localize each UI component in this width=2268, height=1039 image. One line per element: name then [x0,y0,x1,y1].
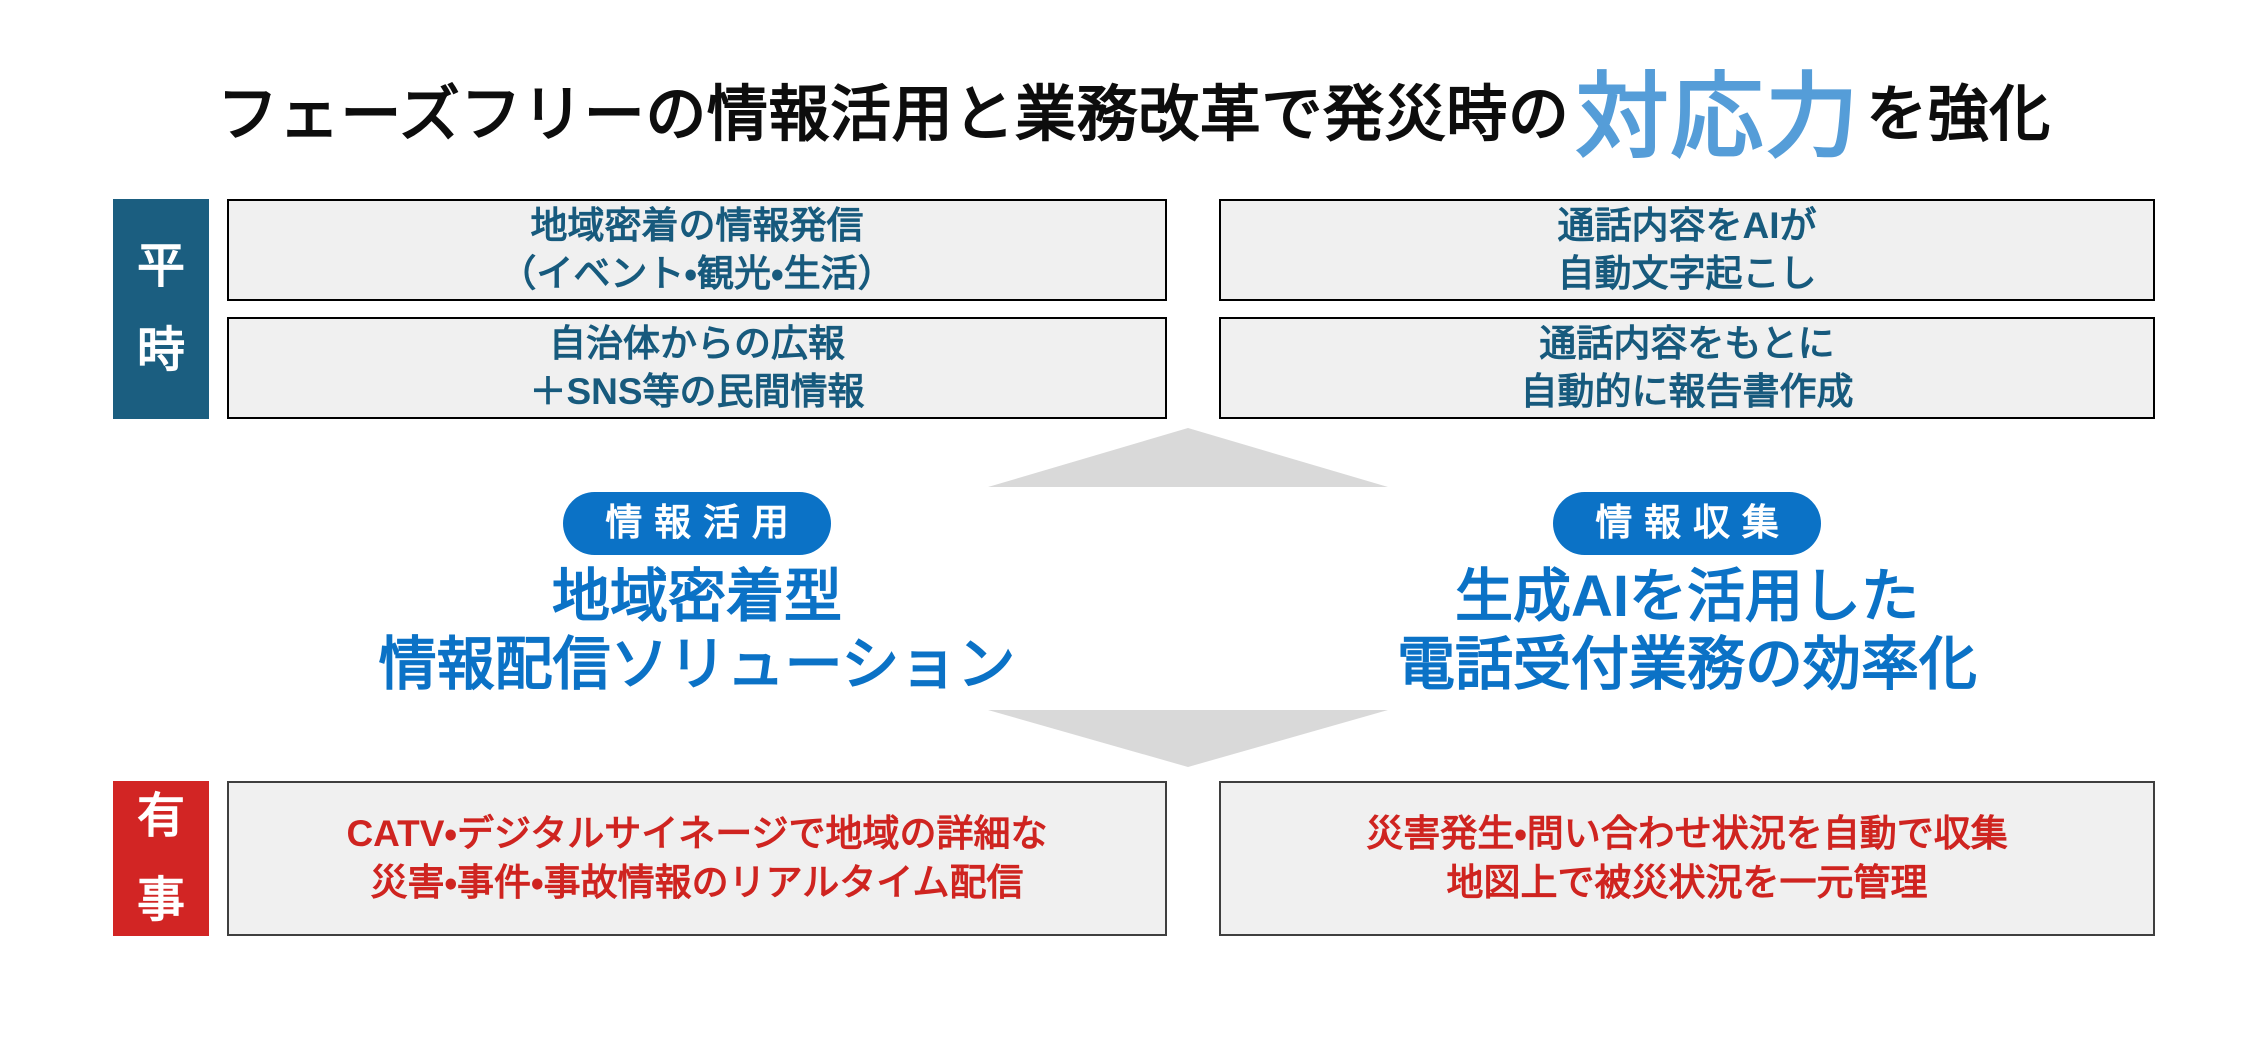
emergency-box-catv-realtime: CATV・デジタルサイネージで地域の詳細な 災害・事件・事故情報のリアルタイム配… [227,781,1167,936]
peacetime-row-label: 平時 [113,199,209,419]
solution-block-information-collection: 情報収集 生成AIを活用した 電話受付業務の効率化 [1219,492,2155,704]
page-title: フェーズフリーの情報活用と業務改革で発災時の 対応力 を強化 [0,38,2268,178]
flow-triangle-up-icon [988,428,1388,487]
solution-title-right: 生成AIを活用した 電話受付業務の効率化 [1397,563,1977,700]
emergency-row-label: 有事 [113,781,209,936]
box-text-line: 自動的に報告書作成 [1520,371,1854,412]
flow-triangle-down-icon [988,710,1388,767]
solution-title-left: 地域密着型 情報配信ソリューション [379,563,1016,700]
peacetime-box-local-info: 地域密着の情報発信 （イベント・観光・生活） [227,199,1167,301]
badge-information-collection: 情報収集 [1553,492,1821,555]
box-text-line: 自動文字起こし [1557,253,1817,294]
peacetime-box-auto-report: 通話内容をもとに 自動的に報告書作成 [1219,317,2155,419]
box-text-line: 災害発生・問い合わせ状況を自動で収集 [1366,813,2008,855]
box-text-line: 自治体からの広報 [549,322,845,364]
box-text-line: 通話内容をAIが [1557,204,1817,246]
peacetime-label-text: 平時 [137,240,186,377]
box-text-line: ＋SNS等の民間情報 [529,371,865,412]
box-text-line: （イベント・観光・生活） [499,253,895,294]
emergency-box-disaster-map: 災害発生・問い合わせ状況を自動で収集 地図上で被災状況を一元管理 [1219,781,2155,936]
box-text-line: 通話内容をもとに [1539,322,1835,364]
solution-title-left-line1: 地域密着型 [551,563,842,629]
solution-block-information-usage: 情報活用 地域密着型 情報配信ソリューション [227,492,1167,704]
title-highlight: 対応力 [1575,64,1861,169]
solution-title-right-line2: 電話受付業務の効率化 [1396,632,1977,698]
box-text-line: 災害・事件・事故情報のリアルタイム配信 [370,861,1024,903]
title-suffix: を強化 [1866,79,2051,148]
box-text-line: 地図上で被災状況を一元管理 [1446,861,1928,903]
solution-title-right-line1: 生成AIを活用した [1454,563,1919,629]
box-text-line: 地域密着の情報発信 [530,204,864,246]
badge-information-usage: 情報活用 [563,492,831,555]
peacetime-box-municipal-pr: 自治体からの広報 ＋SNS等の民間情報 [227,317,1167,419]
emergency-label-text: 有事 [137,789,186,927]
title-prefix: フェーズフリーの情報活用と業務改革で発災時の [217,79,1570,148]
peacetime-box-ai-transcription: 通話内容をAIが 自動文字起こし [1219,199,2155,301]
box-text-line: CATV・デジタルサイネージで地域の詳細な [346,813,1048,855]
solution-title-left-line2: 情報配信ソリューション [378,632,1016,698]
